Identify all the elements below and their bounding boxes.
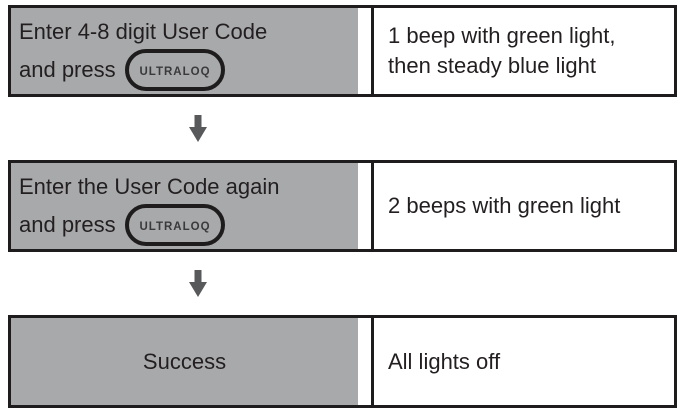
cell-divider [371, 318, 374, 405]
step-2-instruction-cell: Enter the User Code again and press ULTR… [11, 163, 358, 249]
cell-gap [358, 163, 371, 249]
ultraloq-button-icon: ULTRALOQ [124, 204, 225, 246]
step-3-status-label: Success [142, 348, 227, 374]
step-1-instruction-cell: Enter 4-8 digit User Code and press ULTR… [11, 8, 358, 94]
step-2-press-label: and press [19, 212, 116, 237]
step-row-3: Success All lights off [8, 315, 677, 408]
step-2-instruction-line-1: Enter the User Code again [19, 174, 280, 199]
ultraloq-logo-text: ULTRALOQ [139, 221, 210, 233]
step-2-result-cell: 2 beeps with green light [374, 163, 674, 249]
step-3-result-line-1: All lights off [388, 348, 501, 374]
step-1-result-line-2: then steady blue light [388, 53, 596, 78]
step-row-1: Enter 4-8 digit User Code and press ULTR… [8, 5, 677, 97]
down-arrow-icon [189, 270, 207, 297]
step-2-instruction-line-2: and press ULTRALOQ [19, 202, 358, 248]
step-3-result-cell: All lights off [374, 318, 674, 405]
flow-connector-2 [8, 252, 677, 315]
down-arrow-icon [189, 115, 207, 142]
step-1-instruction-line-2: and press ULTRALOQ [19, 47, 358, 93]
step-1-result-line-1: 1 beep with green light, [388, 23, 616, 48]
step-1-press-label: and press [19, 57, 116, 82]
step-1-instruction-line-1: Enter 4-8 digit User Code [19, 19, 268, 44]
step-3-status-cell: Success [11, 318, 358, 405]
cell-gap [358, 8, 371, 94]
cell-divider [371, 8, 374, 94]
step-1-result-cell: 1 beep with green light, then steady blu… [374, 8, 674, 94]
ultraloq-logo-text: ULTRALOQ [139, 66, 210, 78]
step-2-result-line-1: 2 beeps with green light [388, 193, 621, 218]
cell-divider [371, 163, 374, 249]
ultraloq-button-icon: ULTRALOQ [124, 49, 225, 91]
cell-gap [358, 318, 371, 405]
flow-connector-1 [8, 97, 677, 160]
step-row-2: Enter the User Code again and press ULTR… [8, 160, 677, 252]
